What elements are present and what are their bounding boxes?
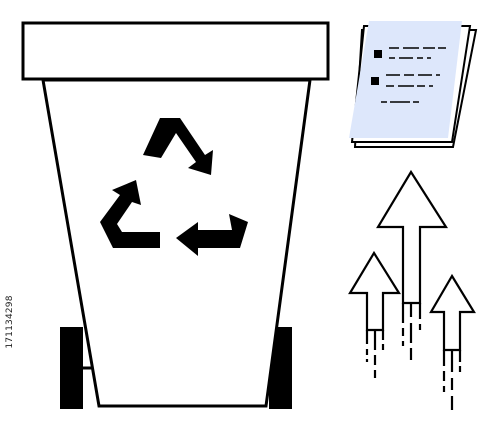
upward-arrows-icon bbox=[348, 169, 476, 410]
recycle-arrows-icon bbox=[100, 118, 248, 256]
recycle-arrow-top bbox=[143, 118, 213, 175]
left-wheel bbox=[60, 327, 83, 409]
recycle-bin-icon bbox=[21, 21, 330, 409]
bin-lid bbox=[21, 21, 330, 81]
image-id-watermark: 171134298 bbox=[5, 295, 15, 349]
document-bullet-1 bbox=[374, 50, 382, 58]
arrow-small-right bbox=[429, 273, 476, 410]
document-icon bbox=[349, 21, 478, 148]
recycle-arrow-bottom bbox=[176, 214, 248, 256]
arrow-small-left bbox=[348, 250, 401, 378]
document-bullet-2 bbox=[371, 77, 379, 85]
arrow-large bbox=[376, 169, 449, 360]
recycle-arrow-left bbox=[100, 180, 160, 248]
